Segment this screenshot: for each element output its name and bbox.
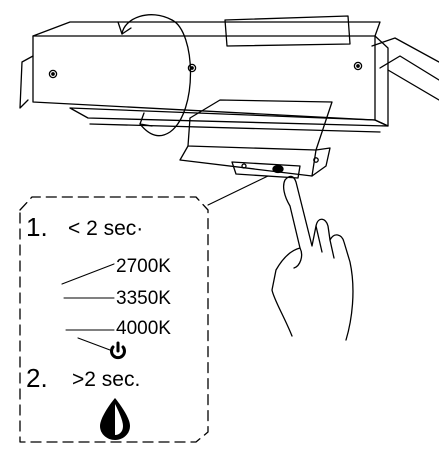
instruction-box <box>19 196 209 443</box>
step-2-number: 2. <box>26 363 48 393</box>
color-temp-lines <box>61 263 115 351</box>
color-temp-2700k: 2700K <box>116 256 171 277</box>
color-temp-4000k: 4000K <box>116 318 171 339</box>
dimming-icon <box>100 398 130 440</box>
step-1-number: 1. <box>26 212 48 242</box>
callout-line <box>207 175 269 206</box>
pointing-hand-icon <box>271 175 354 341</box>
lamp-fixture <box>19 15 439 179</box>
rotate-arrows-icon <box>117 14 192 137</box>
step-1-condition: < 2 sec· <box>68 217 144 240</box>
step-2-condition: >2 sec. <box>72 368 141 391</box>
power-icon <box>110 341 126 360</box>
color-temp-3350k: 3350K <box>116 288 171 309</box>
